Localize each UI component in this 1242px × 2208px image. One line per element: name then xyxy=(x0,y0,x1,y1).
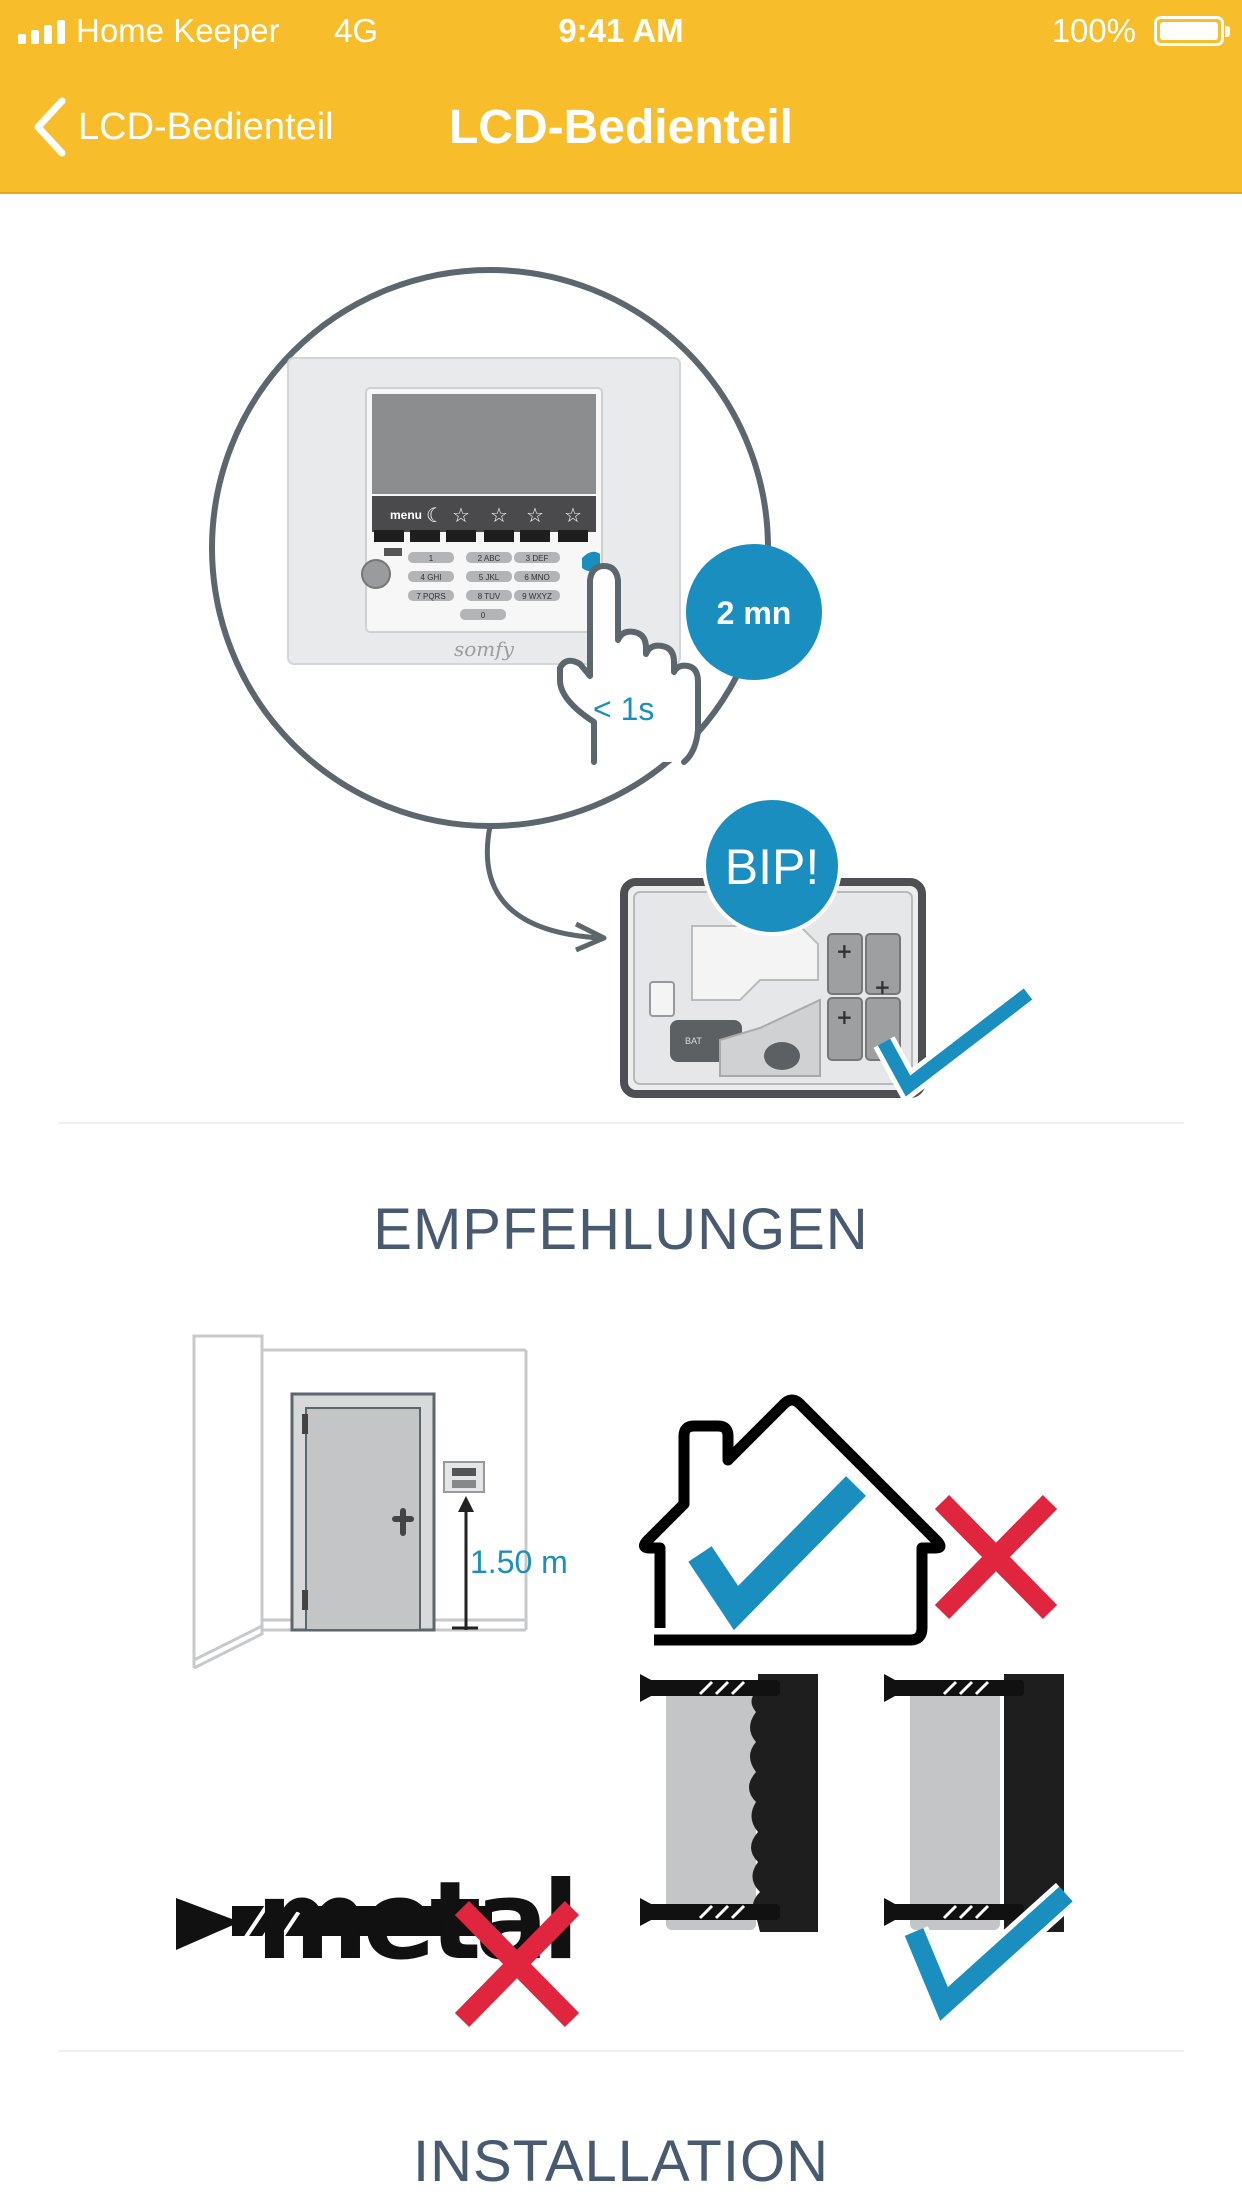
recommendations-title: EMPFEHLUNGEN xyxy=(373,1197,869,1262)
keypad-key-label: 9 WXYZ xyxy=(522,592,552,601)
cross-icon xyxy=(934,1494,1058,1620)
timer-badge: 2 mn xyxy=(717,595,792,631)
check-icon xyxy=(877,988,1033,1097)
keypad-key-label: 5 JKL xyxy=(479,573,500,582)
keypad-key-label: 0 xyxy=(481,611,486,620)
chevron-left-icon xyxy=(34,97,66,157)
keypad-key-label: 8 TUV xyxy=(478,592,501,601)
signal-strength-icon xyxy=(18,20,65,44)
keypad-key-label: 6 MNO xyxy=(524,573,549,582)
moon-icon: ☾ xyxy=(426,503,444,527)
star-icon: ☆ xyxy=(564,503,582,527)
divider xyxy=(58,1122,1184,1124)
house-icon xyxy=(639,1394,946,1646)
divider xyxy=(58,2050,1184,2052)
check-icon xyxy=(904,1886,1073,2021)
back-button-label: LCD-Bedienteil xyxy=(78,105,334,148)
navigation-bar: LCD-Bedienteil LCD-Bedienteil xyxy=(0,62,1242,190)
keypad-key-label: 7 PQRS xyxy=(416,592,445,601)
keypad-brand-logo: somfy xyxy=(454,637,515,661)
back-button[interactable]: LCD-Bedienteil xyxy=(30,92,334,162)
star-icon: ☆ xyxy=(452,503,470,527)
page-title: LCD-Bedienteil xyxy=(448,101,793,154)
svg-text:+: + xyxy=(836,1005,853,1029)
battery-percent: 100% xyxy=(1051,12,1136,49)
press-duration-label: < 1s xyxy=(593,691,654,727)
carrier-name: Home Keeper xyxy=(76,12,280,49)
star-icon: ☆ xyxy=(526,503,544,527)
app-header: Home Keeper 4G 9:41 AM 100% LCD-Bediente… xyxy=(0,0,1242,194)
keypad-key-label: 3 DEF xyxy=(526,554,549,563)
keypad-key-label: 2 ABC xyxy=(478,554,501,563)
bat-label: BAT xyxy=(685,1036,702,1046)
installation-title: INSTALLATION xyxy=(413,2129,829,2194)
clock: 9:41 AM xyxy=(558,12,684,49)
beep-badge: BIP! xyxy=(725,839,819,895)
svg-text:+: + xyxy=(874,975,891,999)
keypad-key-label: 1 xyxy=(429,554,434,563)
keypad-menu-label: menu xyxy=(390,508,422,522)
status-bar: Home Keeper 4G 9:41 AM 100% xyxy=(0,0,1242,60)
height-label: 1.50 m xyxy=(470,1544,568,1580)
network-type: 4G xyxy=(334,12,379,49)
cross-icon xyxy=(454,1900,580,2028)
pairing-illustration: menu ☾ ☆ ☆ ☆ ☆ somfy < 1s 2 mn BAT xyxy=(209,267,1033,1098)
keypad-key-label: 4 GHI xyxy=(421,573,442,582)
star-icon: ☆ xyxy=(490,503,508,527)
battery-icon xyxy=(1154,16,1230,46)
svg-text:+: + xyxy=(836,939,853,963)
check-icon xyxy=(688,1476,866,1631)
